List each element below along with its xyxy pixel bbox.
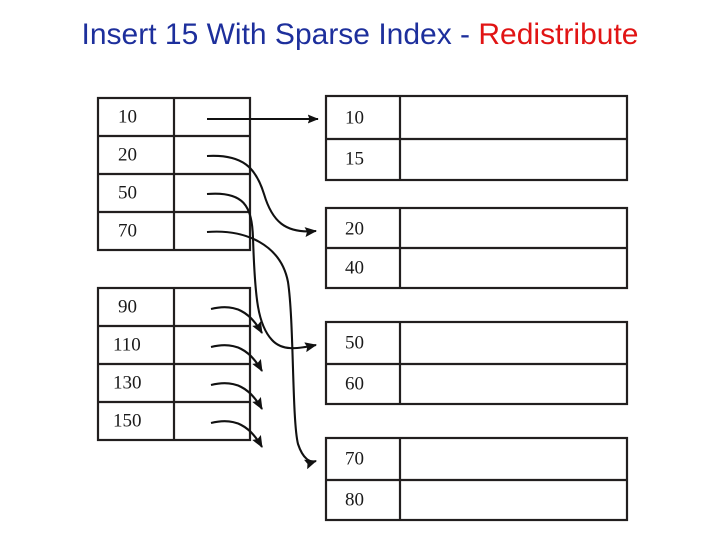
index-key-cell: 50	[118, 182, 137, 203]
data-key-cell: 10	[345, 107, 364, 128]
page-title-main: Insert 15 With Sparse Index	[81, 18, 452, 51]
index-key-cell: 10	[118, 106, 137, 127]
data-key-cell: 50	[345, 332, 364, 353]
data-block-3[interactable]: 50 60	[324, 320, 629, 406]
pointer-50-to-block-3	[206, 192, 317, 353]
data-key-cell: 40	[345, 257, 364, 278]
data-key-cell: 20	[345, 218, 364, 239]
index-key-cell: 150	[113, 410, 142, 431]
index-block-2[interactable]: 90 110 130 150	[96, 286, 252, 442]
index-key-cell: 110	[113, 334, 141, 355]
index-key-cell: 90	[118, 296, 137, 317]
index-block-1[interactable]: 10 20 50 70	[96, 96, 252, 252]
pointer-90-offscreen	[210, 306, 263, 334]
pointer-150-offscreen	[210, 420, 263, 448]
page-title-accent: Redistribute	[478, 18, 639, 51]
data-key-cell: 70	[345, 448, 364, 469]
data-block-1[interactable]: 10 15	[324, 94, 629, 182]
data-key-cell: 15	[345, 148, 364, 169]
data-block-4[interactable]: 70 80	[324, 436, 629, 522]
pointer-70-to-block-4	[206, 230, 317, 470]
index-key-cell: 130	[113, 372, 142, 393]
index-key-cell: 70	[118, 220, 137, 241]
data-key-cell: 60	[345, 373, 364, 394]
pointer-20-to-block-2	[206, 154, 317, 238]
page-title-separator: -	[451, 18, 479, 51]
data-key-cell: 80	[345, 489, 364, 510]
page-title: Insert 15 With Sparse Index - Redistribu…	[0, 17, 720, 53]
pointer-130-offscreen	[210, 382, 263, 410]
data-block-2[interactable]: 20 40	[324, 206, 629, 290]
pointer-110-offscreen	[210, 344, 263, 372]
index-key-cell: 20	[118, 144, 137, 165]
